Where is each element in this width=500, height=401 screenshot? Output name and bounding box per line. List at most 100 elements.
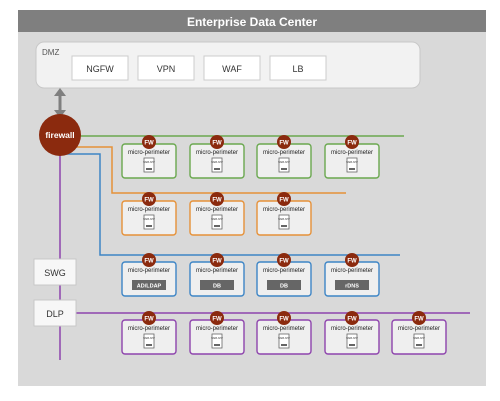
micro-perimeter-node: micro-perimeter rDNS FW bbox=[324, 253, 380, 297]
dmz-item-label: VPN bbox=[157, 64, 176, 74]
dlp-box: DLP bbox=[33, 299, 77, 327]
service-tag-label: AD/LDAP bbox=[137, 284, 162, 290]
web-app-icon: WEB APP bbox=[143, 157, 155, 173]
dmz-item-lb: LB bbox=[269, 55, 327, 81]
fw-badge: FW bbox=[142, 311, 156, 325]
web-app-icon-text: WEB APP bbox=[346, 336, 358, 340]
fw-badge: FW bbox=[345, 135, 359, 149]
fw-badge-label: FW bbox=[279, 317, 289, 323]
micro-perimeter-label: micro-perimeter bbox=[128, 207, 170, 213]
fw-badge-label: FW bbox=[212, 198, 222, 204]
blue-bus-line bbox=[66, 153, 400, 256]
fw-badge-label: FW bbox=[144, 259, 154, 265]
swg-label: SWG bbox=[44, 268, 66, 278]
fw-badge-label: FW bbox=[279, 141, 289, 147]
micro-perimeter-label: micro-perimeter bbox=[128, 268, 170, 274]
micro-perimeter-label: micro-perimeter bbox=[331, 326, 373, 332]
dmz-item-vpn: VPN bbox=[137, 55, 195, 81]
firewall-label: firewall bbox=[45, 130, 74, 140]
web-app-icon-text: WEB APP bbox=[143, 217, 155, 221]
fw-badge-label: FW bbox=[212, 141, 222, 147]
fw-badge: FW bbox=[277, 253, 291, 267]
web-app-icon: WEB APP bbox=[278, 157, 290, 173]
dmz-item-waf: WAF bbox=[203, 55, 261, 81]
web-app-icon-text: WEB APP bbox=[211, 336, 223, 340]
fw-badge-label: FW bbox=[144, 317, 154, 323]
dmz-item-label: WAF bbox=[222, 64, 242, 74]
dmz-items: NGFW VPN WAF LB bbox=[71, 55, 327, 81]
fw-badge: FW bbox=[210, 135, 224, 149]
micro-perimeter-label: micro-perimeter bbox=[331, 150, 373, 156]
swg-box: SWG bbox=[33, 258, 77, 286]
fw-badge: FW bbox=[412, 311, 426, 325]
fw-badge: FW bbox=[142, 253, 156, 267]
micro-perimeter-label: micro-perimeter bbox=[263, 150, 305, 156]
title-bar bbox=[18, 10, 486, 32]
service-tag: rDNS bbox=[335, 280, 369, 290]
service-tag: DB bbox=[267, 280, 301, 290]
fw-badge-label: FW bbox=[414, 317, 424, 323]
micro-perimeter-label: micro-perimeter bbox=[196, 326, 238, 332]
fw-badge: FW bbox=[142, 135, 156, 149]
fw-badge: FW bbox=[345, 311, 359, 325]
fw-badge-label: FW bbox=[212, 259, 222, 265]
fw-badge: FW bbox=[210, 311, 224, 325]
micro-perimeter-label: micro-perimeter bbox=[196, 207, 238, 213]
web-app-icon-text: WEB APP bbox=[143, 336, 155, 340]
fw-badge-label: FW bbox=[212, 317, 222, 323]
web-app-icon-text: WEB APP bbox=[211, 217, 223, 221]
web-app-icon: WEB APP bbox=[278, 333, 290, 349]
fw-badge-label: FW bbox=[144, 141, 154, 147]
micro-perimeter-label: micro-perimeter bbox=[128, 150, 170, 156]
fw-badge: FW bbox=[277, 192, 291, 206]
service-tag: DB bbox=[200, 280, 234, 290]
web-app-icon-text: WEB APP bbox=[143, 160, 155, 164]
web-app-icon: WEB APP bbox=[346, 333, 358, 349]
web-app-icon: WEB APP bbox=[143, 333, 155, 349]
web-app-icon: WEB APP bbox=[211, 214, 223, 230]
web-app-icon: WEB APP bbox=[143, 214, 155, 230]
web-app-icon-text: WEB APP bbox=[413, 336, 425, 340]
fw-badge: FW bbox=[277, 135, 291, 149]
service-tag-label: DB bbox=[280, 284, 288, 290]
dmz-label: DMZ bbox=[42, 48, 59, 57]
micro-perimeter-label: micro-perimeter bbox=[263, 207, 305, 213]
diagram-title: Enterprise Data Center bbox=[187, 15, 317, 29]
fw-badge-label: FW bbox=[347, 141, 357, 147]
micro-perimeter-label: micro-perimeter bbox=[331, 268, 373, 274]
micro-perimeter-label: micro-perimeter bbox=[398, 326, 440, 332]
web-app-icon: WEB APP bbox=[278, 214, 290, 230]
fw-badge: FW bbox=[142, 192, 156, 206]
service-tag: AD/LDAP bbox=[132, 280, 166, 290]
fw-badge: FW bbox=[277, 311, 291, 325]
micro-perimeter-label: micro-perimeter bbox=[263, 268, 305, 274]
web-app-icon: WEB APP bbox=[413, 333, 425, 349]
service-tag-label: DB bbox=[213, 284, 221, 290]
fw-badge-label: FW bbox=[144, 198, 154, 204]
dmz-item-label: NGFW bbox=[86, 64, 114, 74]
web-app-icon-text: WEB APP bbox=[211, 160, 223, 164]
fw-badge-label: FW bbox=[279, 198, 289, 204]
orange-bus-line bbox=[72, 146, 346, 194]
fw-badge: FW bbox=[345, 253, 359, 267]
web-app-icon: WEB APP bbox=[346, 157, 358, 173]
micro-perimeter-label: micro-perimeter bbox=[196, 150, 238, 156]
service-tag-label: rDNS bbox=[345, 284, 359, 290]
dmz-item-label: LB bbox=[292, 64, 303, 74]
fw-badge-label: FW bbox=[279, 259, 289, 265]
web-app-icon-text: WEB APP bbox=[278, 160, 290, 164]
